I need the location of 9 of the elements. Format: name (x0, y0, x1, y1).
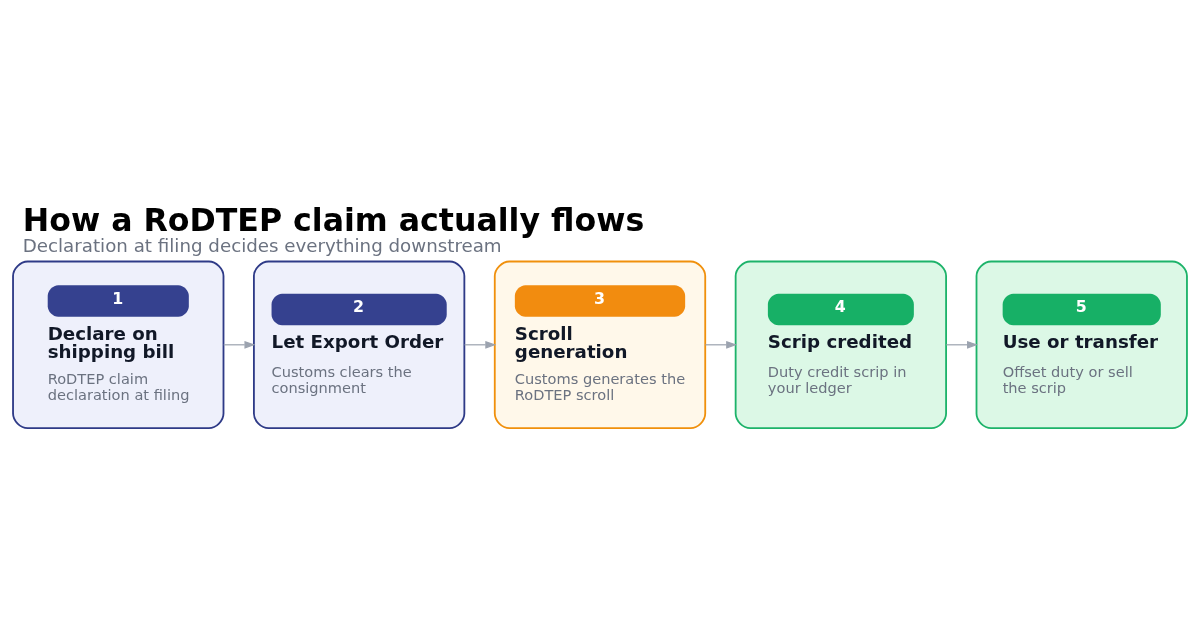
node-box: 1 Declare on shipping bill RoDTEP claim declaration at filing (12, 260, 225, 430)
node-box: 5 Use or transfer Offset duty or sell the scrip (975, 260, 1188, 430)
arrow (463, 340, 497, 349)
node-box: 4 Scrip credited Duty credit scrip in your ledger (734, 260, 947, 430)
node-box: 3 Scroll generation Customs generates the RoDTEP scroll (493, 260, 707, 430)
arrow (945, 340, 978, 349)
arrow (704, 340, 738, 349)
arrow (223, 340, 256, 349)
node-box: 2 Let Export Order Customs clears the consignment (253, 260, 466, 430)
